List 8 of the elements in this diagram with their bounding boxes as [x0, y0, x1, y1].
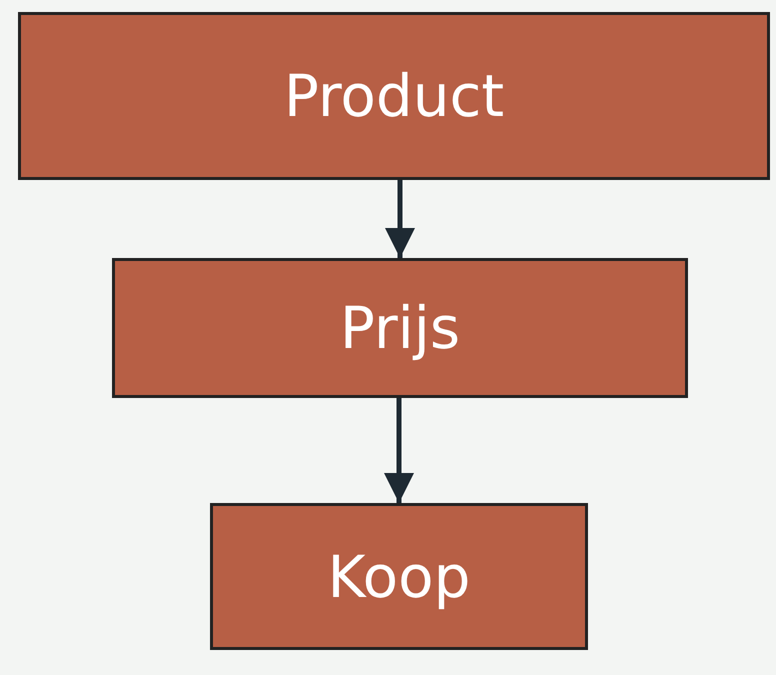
process-box — [210, 503, 588, 650]
arrow — [384, 398, 414, 503]
process-box — [18, 12, 770, 180]
box-label: Prijs — [340, 294, 460, 362]
arrow — [385, 180, 415, 258]
box-label: Koop — [328, 542, 470, 610]
box-label: Product — [284, 62, 504, 130]
process-box — [112, 258, 688, 398]
